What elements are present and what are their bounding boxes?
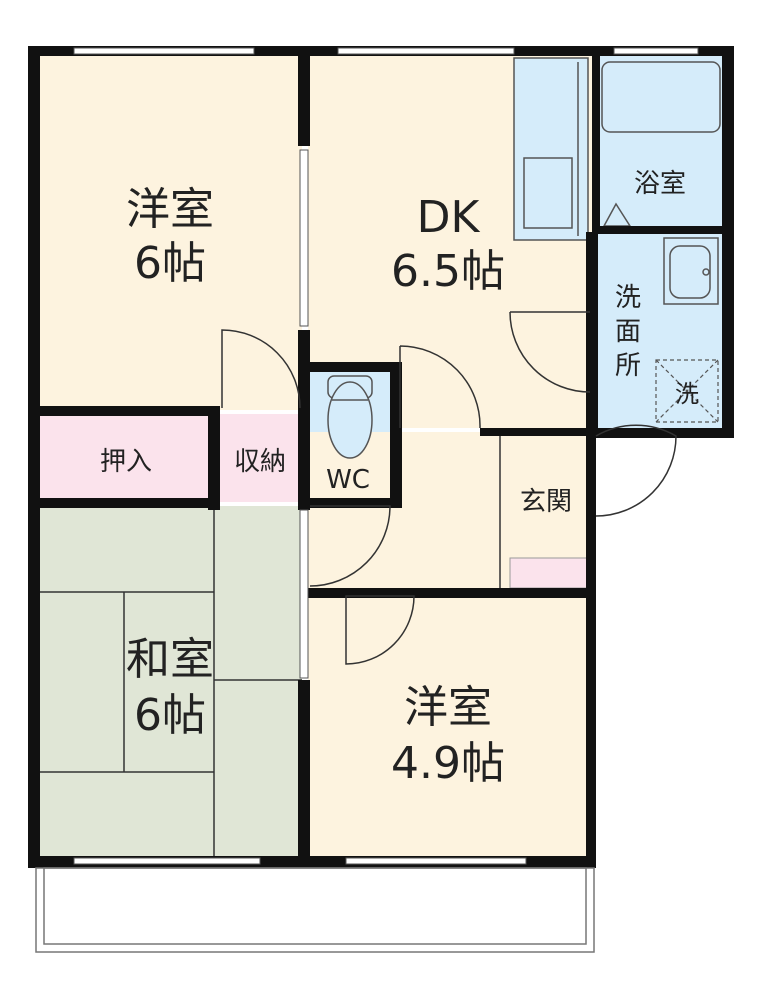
kitchen-counter	[513, 57, 589, 241]
western-room-2	[308, 596, 592, 856]
western-room-2-name: 洋室	[404, 682, 492, 733]
dk-room-size: 6.5帖	[391, 246, 505, 297]
oshiire-label: 押入	[100, 447, 152, 477]
western-room-1-name: 洋室	[126, 184, 214, 235]
storage-closet	[218, 414, 302, 502]
tatami-lines	[38, 506, 302, 856]
entrance-label: 玄関	[520, 487, 572, 517]
wc-label: WC	[326, 465, 370, 495]
windows	[73, 47, 699, 865]
western-room-2-size: 4.9帖	[391, 738, 505, 789]
shoe-cabinet	[509, 557, 589, 589]
dk-room-name: DK	[417, 192, 481, 243]
toilet	[327, 375, 373, 459]
washing-machine-space	[655, 359, 719, 423]
washbasin	[663, 237, 719, 305]
western-room-1-size: 6帖	[134, 238, 206, 289]
bathtub	[601, 61, 721, 227]
oshiire-closet	[38, 414, 214, 502]
door-swings	[221, 311, 677, 665]
washroom-label-3: 所	[615, 351, 641, 381]
western-room-1	[38, 54, 302, 410]
washroom-label-2: 面	[615, 317, 641, 347]
storage-label: 収納	[234, 447, 286, 477]
japanese-room	[38, 506, 302, 856]
washing-machine-label: 洗	[675, 380, 699, 408]
japanese-room-name: 和室	[126, 634, 214, 685]
washroom-label-1: 洗	[615, 283, 641, 313]
balcony	[35, 867, 595, 953]
walls	[28, 46, 734, 868]
japanese-room-size: 6帖	[134, 690, 206, 741]
bath-label: 浴室	[634, 169, 686, 199]
